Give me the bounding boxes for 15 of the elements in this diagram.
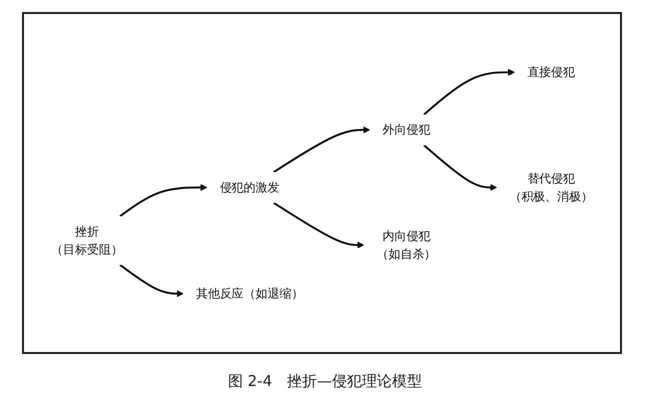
arrow (423, 144, 497, 191)
arrow (273, 202, 364, 249)
node-text: 其他反应（如退缩） (196, 286, 304, 301)
node-text: 内向侵犯 （如自杀） (376, 228, 436, 261)
node-text: 直接侵犯 (527, 64, 576, 80)
node-text: 外向侵犯 (382, 122, 430, 137)
arrow (273, 126, 370, 173)
arrow (423, 68, 515, 116)
arrow (119, 264, 184, 298)
node-text: 挫折 （目标受阻） (51, 224, 123, 256)
arrow (119, 184, 208, 218)
diagram-frame: 挫折 （目标受阻） 侵犯的激发 其他反应（如退缩） 外向侵犯 内向侵犯 （如自杀） 直接侵犯 替代侵犯 （积极、消极） (22, 12, 622, 354)
node-text: 侵犯的激发 (220, 180, 280, 194)
node-text: 替代侵犯 （积极、消极） (509, 171, 593, 204)
figure-caption: 图 2-4 挫折—侵犯理论模型 (228, 372, 422, 391)
